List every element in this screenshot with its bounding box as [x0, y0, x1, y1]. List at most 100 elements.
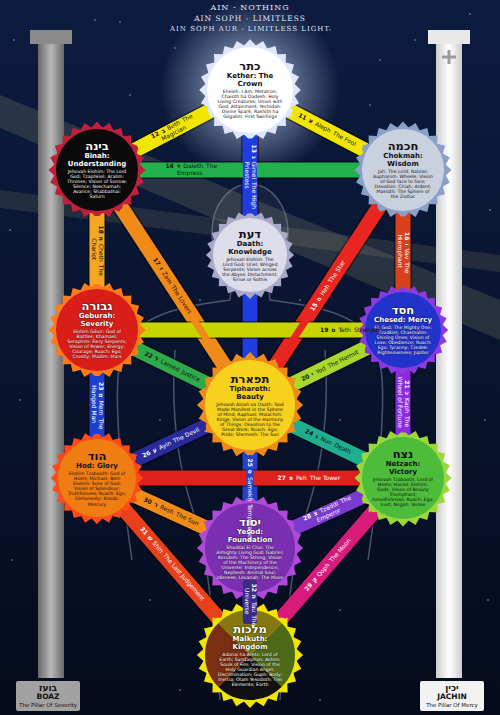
tarot-trump: Strength — [354, 326, 380, 333]
band-shadow — [394, 370, 412, 435]
sephirah-circle: דעתDaath: KnowledgeJehovah Elohim: The L… — [211, 216, 289, 294]
path-label: 13גGimelThe High Priestess — [243, 138, 257, 213]
sephirah-title: JACHIN — [422, 693, 482, 701]
attribution-text: Jah: The Lord; Ratziel; Auphanim: Wheels… — [372, 169, 434, 200]
path-number: 16 — [404, 232, 411, 240]
band-colour — [134, 425, 208, 460]
attribution-text: Elohim Gibor: God of Battles; Khamael; S… — [66, 329, 128, 360]
hebrew-title: בועז — [18, 683, 78, 693]
attribution-text: Shaddai El Chai: The Almighty Living God… — [216, 544, 284, 580]
sunburst — [48, 281, 145, 378]
attribution-text: Jehovah Elohim: The Lord God; Uriel; Win… — [222, 256, 278, 282]
hebrew-letter: ק — [310, 576, 318, 584]
sephirah-disc — [204, 359, 296, 451]
hebrew-letter: א — [308, 117, 315, 125]
sephirah-circle: חכמהChokmah: WisdomJah: The Lord; Ratzie… — [360, 127, 446, 213]
attribution-text: Elohim Tzabaoth: God of Hosts; Michael; … — [68, 470, 127, 506]
hebrew-letter: ט — [331, 326, 335, 333]
letter-name: Teth — [338, 326, 351, 333]
sephirah-disc — [361, 128, 445, 212]
hebrew-title: חכמה — [372, 140, 434, 153]
band-colour — [90, 373, 105, 437]
hebrew-title: נצח — [372, 448, 434, 461]
path-number: 32 — [251, 583, 258, 591]
pillar-shaft — [436, 42, 462, 678]
sephirah-circle: גבורהGeburah: SeverityElohim Gibor: God … — [54, 287, 140, 373]
letter-name: Samekh — [247, 476, 254, 500]
path-label: 21כKaphThe Wheel of Fortune — [396, 373, 410, 432]
sephirah-disc — [55, 128, 139, 212]
hebrew-letter: ר — [153, 500, 159, 508]
sephirah-circle: תפארתTiphareth: BeautyJehovah Aloah va D… — [203, 358, 297, 452]
hebrew-title: הוד — [68, 450, 127, 463]
veil-label: AIN SOPH AUR - LIMITLESS LIGHT — [0, 25, 500, 33]
sephirah-disc — [55, 288, 139, 372]
attribution-text: Jehovah Tzabaoth: Lord of Hosts; Haniel;… — [372, 477, 434, 508]
hebrew-letter: ו — [404, 243, 411, 245]
hebrew-letter: פ — [289, 474, 293, 481]
sephirah-circle: בינהBinah: UnderstandingJehovah Elohim: … — [54, 127, 140, 213]
sephirah-disc — [212, 217, 288, 293]
stars — [10, 14, 490, 700]
attribution-text: Jehovah Elohim: The Lord God; Tzaphkiel;… — [66, 169, 128, 200]
path-number: 14 — [165, 162, 173, 169]
path-number: 18 — [98, 226, 105, 234]
pillar-shaft — [38, 42, 64, 678]
path-band — [290, 111, 365, 150]
path-number: 21 — [404, 380, 411, 388]
letter-name: Tau — [251, 601, 258, 611]
sephirah-title: BOAZ — [18, 693, 78, 701]
veil-label: AIN - NOTHING — [0, 3, 500, 12]
path-label: 19טTethStrength — [316, 327, 360, 334]
band-shadow — [136, 349, 208, 384]
hebrew-letter: נ — [315, 432, 320, 439]
sephirah-title: Geburah: Severity — [66, 313, 128, 329]
sunburst — [354, 121, 451, 218]
letter-name: Peh — [296, 474, 307, 481]
sunburst — [199, 39, 301, 141]
hebrew-title: דעת — [222, 228, 278, 241]
letter-name: Gimel — [251, 161, 258, 179]
path-band — [134, 425, 208, 460]
band-shadow — [140, 321, 363, 339]
attribution-text: The Pillar Of Mercy — [422, 702, 482, 708]
sephirah-circle: כתרKether: The CrownEheieh: I Am; Metatr… — [205, 45, 295, 135]
sephirah-disc — [206, 46, 294, 134]
sephirah-circle: נצחNetzach: VictoryJehovah Tzabaoth: Lor… — [360, 435, 446, 521]
hebrew-title: כתר — [218, 60, 283, 73]
letter-name: Vav — [404, 248, 411, 259]
hebrew-title: גבורה — [66, 300, 128, 313]
hebrew-title: יכין — [422, 683, 482, 693]
letter-name: Kaph — [404, 397, 411, 412]
band-shadow — [292, 348, 367, 385]
band-colour — [396, 213, 411, 290]
hebrew-letter: ח — [98, 237, 105, 241]
path-label: 14דDalethThe Empress — [147, 163, 233, 177]
hebrew-letter: כ — [404, 391, 411, 394]
band-colour — [292, 348, 367, 385]
path-label: 18חChethThe Chariot — [90, 216, 104, 284]
hebrew-letter: ע — [151, 446, 158, 454]
path-number: 28 — [302, 512, 313, 522]
sephirah-title: Hod: Glory — [68, 463, 127, 471]
attribution-text: Eheieh: I Am; Metatron; Chaioth ha Qades… — [218, 89, 283, 120]
letter-name: Mem — [98, 401, 105, 416]
sunburst — [197, 352, 303, 458]
sephirah-disc — [361, 436, 445, 520]
sunburst — [48, 121, 145, 218]
path-number: 13 — [251, 144, 258, 152]
path-label: 23מMemThe Hanged Man — [90, 376, 104, 434]
band-shadow — [394, 213, 412, 290]
band-colour — [136, 349, 208, 384]
cross-symbol — [442, 50, 456, 64]
sunburst — [206, 211, 294, 299]
sephirah-title: Binah: Understanding — [66, 153, 128, 169]
sephirah-title: Malkuth: Kingdom — [216, 636, 284, 652]
hebrew-letter: מ — [98, 393, 105, 397]
path-number: 12 — [149, 130, 160, 140]
hebrew-letter: ג — [251, 155, 258, 158]
veil-label: AIN SOPH - LIMITLESS — [0, 14, 500, 23]
path-band — [292, 348, 367, 385]
pillar-base: בועזBOAZThe Pillar Of Severity — [16, 681, 80, 711]
